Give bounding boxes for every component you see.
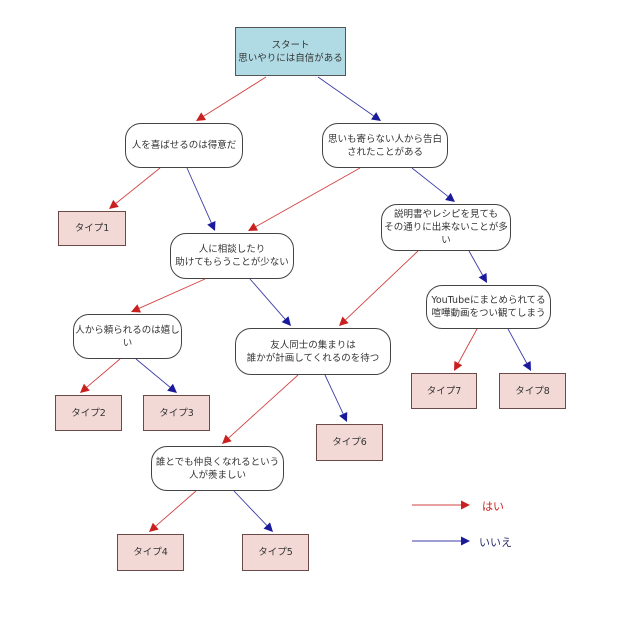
edge-q1-to-q4-arrowhead (207, 220, 216, 231)
edge-start-to-q1-line (203, 76, 267, 117)
result-label: タイプ6 (332, 437, 367, 448)
edge-q8-to-t4-arrowhead (149, 522, 159, 532)
question-node-3: 説明書やレシピを見ても その通りに出来ないことが多い (381, 204, 511, 251)
question-text: 喧嘩動画をつい観てしまう (431, 308, 546, 319)
result-type-7: タイプ7 (411, 373, 477, 409)
question-text: 友人同士の集まりは (270, 339, 356, 351)
question-node-5: YouTubeにまとめられてる 喧嘩動画をつい観てしまう (426, 285, 551, 329)
legend-no-arrow-arrowhead (461, 536, 470, 546)
edge-q5-to-t8-line (507, 328, 528, 364)
legend-yes-arrow-arrowhead (461, 500, 470, 510)
question-node-8: 誰とでも仲良くなれるという 人が羨ましい (151, 446, 284, 491)
result-type-8: タイプ8 (499, 373, 566, 409)
question-text: 助けてもらうことが少ない (175, 257, 289, 268)
result-type-5: タイプ5 (242, 534, 309, 571)
edge-q4-to-q7-arrowhead (281, 316, 291, 326)
edge-q1-to-t1-line (115, 167, 161, 204)
edge-q3-to-q7-arrowhead (339, 316, 349, 326)
edge-q6-to-t3-arrowhead (167, 383, 177, 393)
result-type-6: タイプ6 (316, 424, 383, 461)
edge-start-to-q2-line (317, 76, 374, 117)
edge-start-to-q2-arrowhead (371, 112, 381, 121)
edge-q1-to-q4-line (186, 167, 212, 223)
edge-q7-to-q8-arrowhead (222, 434, 232, 444)
edge-q1-to-t1-arrowhead (109, 199, 119, 209)
question-text: 誰かが計画してくれるのを待つ (246, 352, 380, 364)
question-text: 説明書やレシピを見ても (393, 209, 499, 220)
question-text: 人から頼られるのは嬉しい (75, 324, 180, 349)
question-text: その通りに出来ないことが多い (384, 222, 508, 246)
question-text: されたことがある (346, 146, 423, 158)
result-label: タイプ8 (515, 385, 550, 397)
edge-q5-to-t7-arrowhead (454, 360, 463, 371)
edge-q6-to-t3-line (135, 358, 171, 388)
edge-q3-to-q7-line (345, 250, 419, 321)
question-text: 誰とでも仲良くなれるという (155, 456, 280, 468)
legend-no-label: いいえ (479, 536, 512, 549)
result-label: タイプ4 (133, 547, 168, 558)
question-node-1: 人を喜ばせるのは得意だ (125, 123, 243, 168)
result-label: タイプ1 (74, 223, 110, 234)
edge-q3-to-q5-line (468, 250, 483, 276)
question-text: 人に相談したり (198, 244, 266, 255)
start-question: 思いやりには自信がある (238, 52, 343, 64)
result-label: タイプ5 (258, 547, 293, 558)
question-node-2: 思いも寄らない人から告白 されたことがある (322, 123, 448, 168)
edge-q2-to-q3-line (411, 167, 449, 197)
question-node-7: 友人同士の集まりは 誰かが計画してくれるのを待つ (235, 328, 391, 375)
edge-q3-to-q5-arrowhead (478, 272, 487, 283)
result-type-3: タイプ3 (143, 395, 210, 431)
edge-q7-to-t6-arrowhead (339, 411, 348, 422)
edge-q4-to-q6-line (139, 278, 206, 309)
result-type-2: タイプ2 (55, 395, 122, 431)
edge-q7-to-t6-line (324, 374, 344, 415)
question-text: 人が羨ましい (188, 469, 246, 481)
edge-q8-to-t5-line (233, 490, 268, 526)
result-type-4: タイプ4 (117, 534, 184, 571)
edge-start-to-q1-arrowhead (196, 112, 207, 121)
edge-q2-to-q3-arrowhead (445, 192, 455, 202)
edge-q7-to-q8-line (228, 374, 299, 439)
legend-yes-label: はい (482, 500, 504, 513)
result-label: タイプ2 (71, 407, 106, 419)
edge-q5-to-t8-arrowhead (522, 360, 531, 371)
edge-q8-to-t5-arrowhead (263, 522, 273, 532)
question-text: YouTubeにまとめられてる (431, 295, 546, 306)
edge-q2-to-q4-arrowhead (248, 222, 259, 231)
question-node-4: 人に相談したり 助けてもらうことが少ない (170, 233, 294, 279)
question-node-6: 人から頼られるのは嬉しい (73, 314, 182, 359)
question-text: 思いも寄らない人から告白 (327, 133, 442, 145)
question-text: 人を喜ばせるのは得意だ (131, 140, 237, 151)
result-label: タイプ7 (426, 385, 462, 397)
start-node: スタート 思いやりには自信がある (235, 27, 346, 76)
edge-q6-to-t2-arrowhead (80, 383, 90, 393)
edge-q8-to-t4-line (155, 490, 197, 527)
edge-q6-to-t2-line (86, 358, 121, 388)
edge-q5-to-t7-line (457, 328, 478, 364)
edge-q4-to-q6-arrowhead (131, 304, 142, 313)
start-title: スタート (271, 39, 310, 51)
result-label: タイプ3 (159, 407, 194, 419)
edge-q4-to-q7-line (249, 278, 286, 320)
edge-q2-to-q4-line (255, 167, 361, 227)
result-type-1: タイプ1 (58, 211, 126, 246)
